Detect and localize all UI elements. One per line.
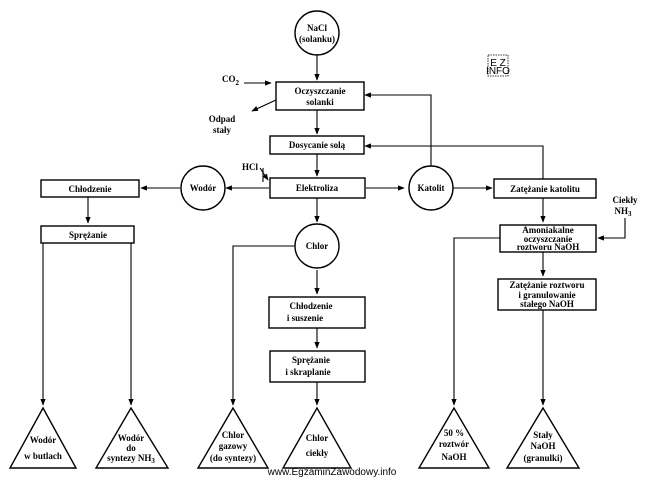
label-co2: CO2 bbox=[222, 74, 240, 87]
product-chlorine-gas-line1: Chlor bbox=[222, 430, 245, 440]
product-naoh-solution: 50 % roztwór NaOH bbox=[417, 406, 491, 469]
arrow-nh3 bbox=[597, 218, 626, 241]
arrow-catholyte-to-purification bbox=[364, 92, 432, 166]
product-solid-naoh-line2: NaOH bbox=[530, 441, 555, 451]
label-liquid-nh3-line1: Ciekły bbox=[612, 195, 638, 205]
node-chlorine-drying-line1: Chłodzenie bbox=[289, 301, 332, 311]
node-catholyte-concentration-label: Zatężanie katolitu bbox=[510, 184, 580, 194]
product-liquid-chlorine: Chlor ciekły bbox=[281, 406, 353, 469]
node-chlorine: Chlor bbox=[294, 223, 340, 269]
node-purification: Oczyszczanie solanki bbox=[275, 81, 365, 111]
label-co2-text: CO2 bbox=[222, 74, 240, 87]
node-electrolysis-label: Elektroliza bbox=[296, 183, 339, 193]
node-hydrogen: Wodór bbox=[180, 165, 226, 211]
node-ammonia-purification-line2: oczyszczanie bbox=[524, 234, 572, 244]
node-chlorine-liquefaction-line2: i skraplanie bbox=[285, 367, 330, 377]
node-catholyte: Katolit bbox=[408, 165, 454, 211]
node-catholyte-concentration: Zatężanie katolitu bbox=[493, 178, 597, 199]
node-nacl-line1: NaCl bbox=[307, 23, 327, 33]
product-naoh-solution-line3: NaOH bbox=[441, 452, 466, 462]
node-chlorine-drying-line2: i suszenie bbox=[287, 313, 323, 323]
product-solid-naoh-line3: (granulki) bbox=[523, 453, 562, 463]
arrow-hcl bbox=[259, 167, 269, 181]
label-waste-line1: Odpad bbox=[209, 114, 236, 124]
node-chlorine-liquefaction-line1: Sprężanie bbox=[292, 355, 330, 365]
ez-logo-text: INFO bbox=[486, 66, 510, 77]
product-solid-naoh-line1: Stały bbox=[533, 430, 553, 440]
node-hydrogen-cooling-label: Chłodzenie bbox=[68, 184, 111, 194]
label-liquid-nh3-line2: NH3 bbox=[615, 206, 633, 218]
product-hydrogen-synthesis-line2: do bbox=[126, 443, 136, 453]
arrow-concentration-to-saturation bbox=[364, 143, 544, 179]
product-solid-naoh: Stały NaOH (granulki) bbox=[505, 406, 581, 469]
node-nacl-line2: (solanku) bbox=[299, 34, 335, 44]
ez-logo-icon: E Z INFO bbox=[486, 54, 510, 77]
node-hydrogen-cooling: Chłodzenie bbox=[40, 179, 140, 198]
product-liquid-chlorine-line1: Chlor bbox=[306, 433, 329, 443]
node-saturation-label: Dosycanie solą bbox=[289, 140, 346, 150]
node-hydrogen-compression-label: Sprężanie bbox=[69, 230, 107, 240]
product-liquid-chlorine-line2: ciekły bbox=[306, 448, 329, 458]
node-catholyte-label: Katolit bbox=[418, 183, 445, 193]
node-granulation-line1: Zatężanie roztworu bbox=[509, 280, 584, 290]
product-naoh-solution-line2: roztwór bbox=[439, 439, 469, 449]
node-hydrogen-label: Wodór bbox=[190, 183, 217, 193]
node-granulation-line3: stałego NaOH bbox=[520, 299, 574, 309]
node-chlorine-liquefaction: Sprężanie i skraplanie bbox=[269, 350, 366, 383]
product-hydrogen-cylinders-line2: w butlach bbox=[24, 451, 62, 461]
node-saturation: Dosycanie solą bbox=[269, 135, 365, 155]
arrow-to-naoh-solution bbox=[451, 237, 500, 406]
label-liquid-nh3: Ciekły NH3 bbox=[612, 195, 638, 218]
product-hydrogen-cylinders-line1: Wodór bbox=[30, 435, 57, 445]
label-waste-line2: stały bbox=[213, 125, 232, 135]
node-purification-line2: solanki bbox=[306, 97, 334, 107]
label-waste: Odpad stały bbox=[209, 114, 236, 135]
node-granulation: Zatężanie roztworu i granulowanie stałeg… bbox=[497, 278, 597, 311]
product-hydrogen-cylinders: Wodór w butlach bbox=[8, 406, 78, 469]
node-nacl: NaCl (solanku) bbox=[294, 10, 340, 56]
product-naoh-solution-line1: 50 % bbox=[444, 428, 464, 438]
arrow-to-chlorine-gas bbox=[230, 245, 295, 406]
watermark: www.EgzaminZawodowy.info bbox=[267, 467, 397, 478]
product-hydrogen-synthesis-line3: syntezy NH3 bbox=[107, 453, 155, 465]
node-electrolysis: Elektroliza bbox=[269, 177, 366, 199]
svg-text:E Z: E Z bbox=[490, 58, 506, 69]
product-hydrogen-synthesis-line1: Wodór bbox=[118, 433, 145, 443]
node-ammonia-purification: Amoniakalne oczyszczanie roztworu NaOH bbox=[499, 224, 597, 253]
product-chlorine-gas-line2: gazowy bbox=[219, 441, 248, 451]
node-purification-line1: Oczyszczanie bbox=[295, 86, 346, 96]
node-chlorine-drying: Chłodzenie i suszenie bbox=[268, 296, 366, 329]
connectors bbox=[40, 55, 626, 406]
product-chlorine-gas: Chlor gazowy (do syntezy) bbox=[196, 406, 270, 469]
node-granulation-line2: i granulowanie bbox=[518, 290, 575, 300]
product-hydrogen-synthesis: Wodór do syntezy NH3 bbox=[94, 406, 170, 469]
node-hydrogen-compression: Sprężanie bbox=[40, 225, 135, 244]
label-hcl: HCl bbox=[242, 162, 259, 172]
node-ammonia-purification-line1: Amoniakalne bbox=[522, 225, 574, 235]
product-chlorine-gas-line3: (do syntezy) bbox=[210, 453, 256, 463]
node-chlorine-label: Chlor bbox=[306, 241, 329, 251]
arrow-waste bbox=[251, 99, 277, 112]
node-ammonia-purification-line3: roztworu NaOH bbox=[517, 242, 580, 252]
